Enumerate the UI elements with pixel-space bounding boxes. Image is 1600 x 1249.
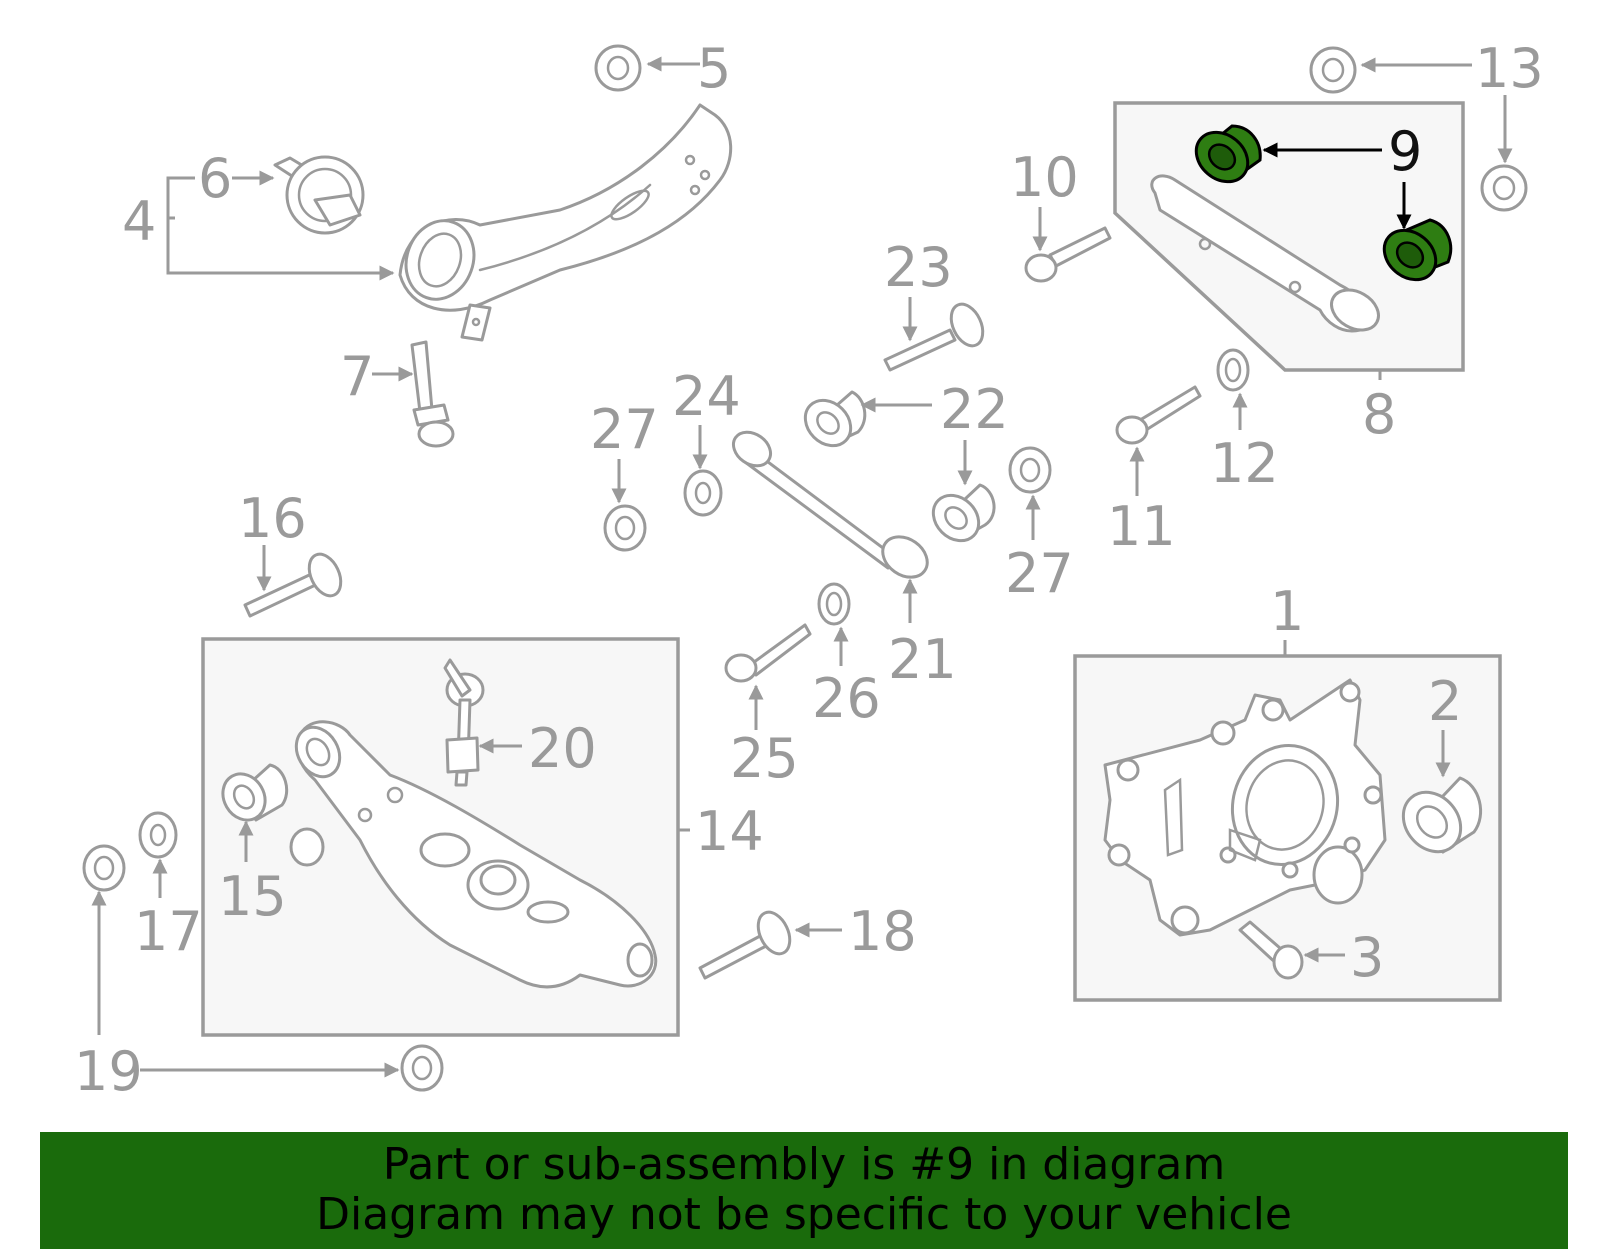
- callout-1: 1: [1270, 580, 1304, 643]
- bolt-part-3[interactable]: [1238, 920, 1304, 980]
- trailing-arm-part-4[interactable]: [395, 103, 733, 342]
- nut-part-27-a[interactable]: [603, 504, 647, 552]
- callout-24: 24: [672, 365, 741, 428]
- callout-6: 6: [198, 147, 232, 210]
- bolt-part-18[interactable]: [698, 907, 796, 980]
- callout-27-b: 27: [1005, 542, 1074, 605]
- nut-part-19-a[interactable]: [82, 844, 126, 892]
- bolt-part-25[interactable]: [724, 623, 812, 683]
- toe-link-part-21[interactable]: [727, 425, 935, 585]
- callout-17: 17: [134, 900, 203, 963]
- callout-21: 21: [888, 628, 957, 691]
- callout-11: 11: [1107, 495, 1176, 558]
- callout-5: 5: [697, 37, 731, 100]
- bushing-part-6[interactable]: [273, 155, 365, 235]
- bushing-part-9-lower[interactable]: [1374, 218, 1453, 290]
- bolt-part-11[interactable]: [1115, 385, 1202, 445]
- callout-12: 12: [1210, 432, 1279, 495]
- nut-part-13[interactable]: [1309, 46, 1357, 94]
- callout-26: 26: [812, 667, 881, 730]
- callout-22: 22: [940, 378, 1009, 441]
- callout-3: 3: [1350, 926, 1384, 989]
- washer-part-26[interactable]: [817, 582, 851, 626]
- bolt-part-23[interactable]: [883, 299, 989, 372]
- callout-9: 9: [1388, 120, 1422, 183]
- bushing-part-22-a[interactable]: [796, 390, 867, 455]
- lower-arm-part-14[interactable]: [288, 719, 658, 989]
- callout-10: 10: [1010, 146, 1079, 209]
- banner-line-1: Part or sub-assembly is #9 in diagram: [382, 1139, 1226, 1190]
- control-arm-part-8[interactable]: [1150, 174, 1386, 338]
- washer-part-12[interactable]: [1216, 348, 1250, 392]
- callout-14: 14: [695, 800, 764, 863]
- bushing-part-22-b[interactable]: [924, 483, 996, 550]
- nut-part-13-b[interactable]: [1480, 164, 1528, 212]
- bushing-part-9-upper[interactable]: [1186, 122, 1262, 192]
- callout-20: 20: [528, 717, 597, 780]
- bolt-part-16[interactable]: [243, 549, 347, 618]
- callout-4: 4: [122, 190, 156, 253]
- callout-25: 25: [730, 727, 799, 790]
- callout-7: 7: [340, 345, 374, 408]
- bolt-part-10[interactable]: [1024, 226, 1112, 283]
- callout-15: 15: [218, 865, 287, 928]
- notice-banner: Part or sub-assembly is #9 in diagram Di…: [40, 1132, 1568, 1249]
- callout-18: 18: [848, 900, 917, 963]
- stabilizer-link-part-20[interactable]: [443, 658, 485, 787]
- washer-part-24[interactable]: [683, 469, 723, 517]
- nut-part-19-b[interactable]: [400, 1044, 444, 1092]
- callout-23: 23: [884, 236, 953, 299]
- nut-part-5[interactable]: [594, 44, 642, 92]
- callout-8: 8: [1362, 383, 1396, 446]
- washer-part-17[interactable]: [138, 811, 178, 859]
- callout-13: 13: [1475, 37, 1544, 100]
- bushing-part-15[interactable]: [215, 763, 325, 867]
- callout-2: 2: [1428, 670, 1462, 733]
- knuckle-part-1[interactable]: [1103, 678, 1387, 937]
- bolt-part-7[interactable]: [410, 340, 455, 448]
- callout-16: 16: [238, 487, 307, 550]
- nut-part-27-b[interactable]: [1008, 446, 1052, 494]
- callout-19: 19: [74, 1040, 143, 1103]
- bushing-part-2[interactable]: [1392, 776, 1483, 863]
- banner-line-2: Diagram may not be specific to your vehi…: [316, 1189, 1292, 1240]
- callout-27-a: 27: [590, 398, 659, 461]
